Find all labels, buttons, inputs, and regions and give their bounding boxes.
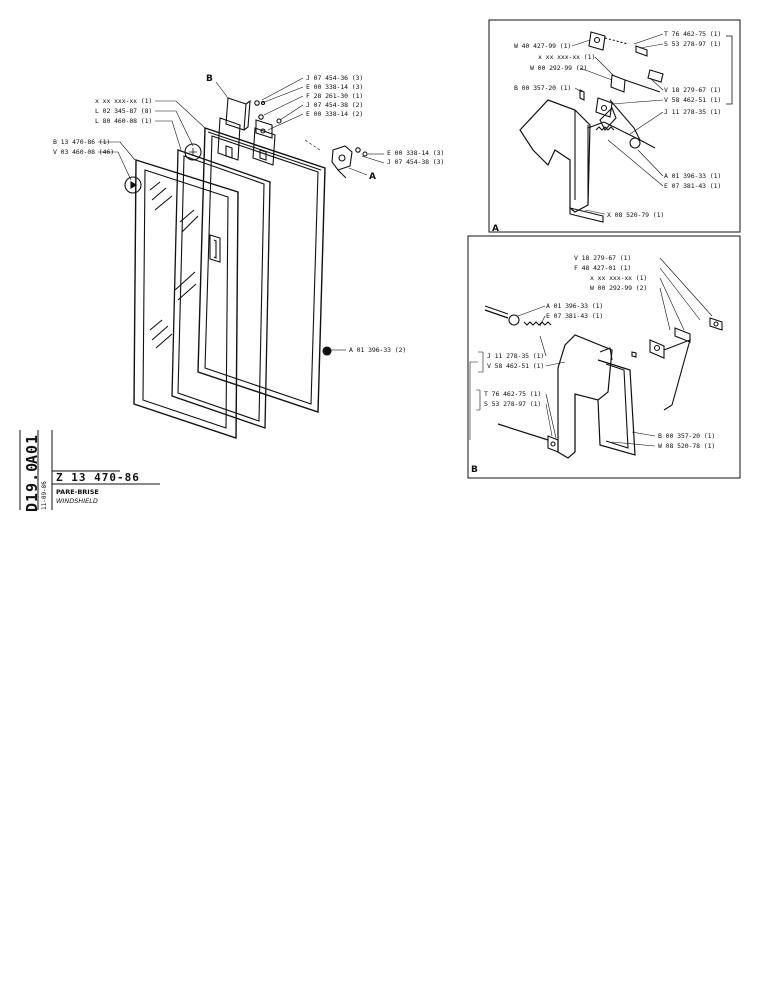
detail-a-letter: A [492, 224, 499, 234]
title-fr: PARE-BRISE [56, 488, 99, 496]
windshield-frame [197, 97, 326, 413]
label-e00338-14: E 00 338-14 (3) [306, 83, 364, 91]
label-v03460-08: V 03 460-08 (46) [53, 148, 115, 156]
side-code-a01: A01 [23, 433, 41, 464]
label-l80460-08: L 80 460-08 (1) [95, 117, 153, 125]
a-label-v18279-67: V 18 279-67 (1) [664, 86, 722, 94]
a-label-v58462-51: V 58 462-51 (1) [664, 96, 722, 104]
label-j07454-38: J 07 454-38 (2) [306, 101, 364, 109]
main-leaders [98, 77, 385, 351]
a-label-b00357-20: B 00 357-20 (1) [514, 84, 572, 92]
drawing-number: Z 13 470-86 [56, 471, 140, 484]
b-label-w08520-78: W 08 520-78 (1) [658, 442, 716, 450]
detail-a-box [488, 19, 741, 233]
side-code-d19: D19.0 [23, 461, 41, 512]
detail-b-box [467, 235, 741, 479]
b-label-xxx: x xx xxx-xx (1) [590, 274, 648, 282]
label-e00338-14-c: E 00 338-14 (3) [387, 149, 445, 157]
b-label-b00357-20: B 00 357-20 (1) [658, 432, 716, 440]
a-label-e07381-43: E 07 381-43 (1) [664, 182, 722, 190]
b-label-v18279-67: V 18 279-67 (1) [574, 254, 632, 262]
a-label-j11278-35: J 11 278-35 (1) [664, 108, 722, 116]
label-l02345-87: L 02 345-87 (8) [95, 107, 153, 115]
a-label-a01396-33: A 01 396-33 (1) [664, 172, 722, 180]
a-label-x08520-79: X 08 520-79 (1) [607, 211, 665, 219]
label-e00338-14-b: E 00 338-14 (2) [306, 110, 364, 118]
a-label-w40427-99: W 40 427-99 (1) [514, 42, 572, 50]
label-b13470-86: B 13 470-86 (1) [53, 138, 111, 146]
b-label-j11278-35: J 11 278-35 (1) [487, 352, 545, 360]
seal [171, 149, 271, 429]
title-block-lines [19, 430, 160, 510]
label-xxx: x xx xxx-xx (1) [95, 97, 153, 105]
label-j07454-36: J 07 454-36 (3) [306, 74, 364, 82]
detail-b-letter: B [471, 465, 478, 475]
b-label-w00292-99: W 00 292-99 (2) [590, 284, 648, 292]
b-label-f48427-01: F 48 427-01 (1) [574, 264, 632, 272]
label-f28261-30: F 28 261-30 (1) [306, 92, 364, 100]
a-label-s53278-97: S 53 278-97 (1) [664, 40, 722, 48]
glass-pane [133, 159, 239, 439]
a-label-w00292-99: W 00 292-99 (2) [530, 64, 588, 72]
b-label-e07381-43: E 07 381-43 (1) [546, 312, 604, 320]
b-label-t76462-75: T 76 462-75 (1) [484, 390, 542, 398]
latch-a [331, 145, 353, 179]
b-label-a01396-33: A 01 396-33 (1) [546, 302, 604, 310]
detail-b-leaders [469, 257, 713, 447]
side-date: 11-09-86 [41, 481, 48, 510]
label-a01396-33: A 01 396-33 (2) [349, 346, 407, 354]
b-label-v58462-51: V 58 462-51 (1) [487, 362, 545, 370]
b-label-s53278-97: S 53 278-97 (1) [484, 400, 542, 408]
detail-a-leaders [571, 33, 664, 215]
a-label-t76462-75: T 76 462-75 (1) [664, 30, 722, 38]
label-j07454-38-b: J 07 454-38 (3) [387, 158, 445, 166]
a-label-xxx: x xx xxx-xx (1) [538, 53, 596, 61]
title-en: WINDSHIELD [56, 497, 98, 505]
callout-a: A [369, 172, 376, 182]
callout-b: B [206, 74, 213, 84]
